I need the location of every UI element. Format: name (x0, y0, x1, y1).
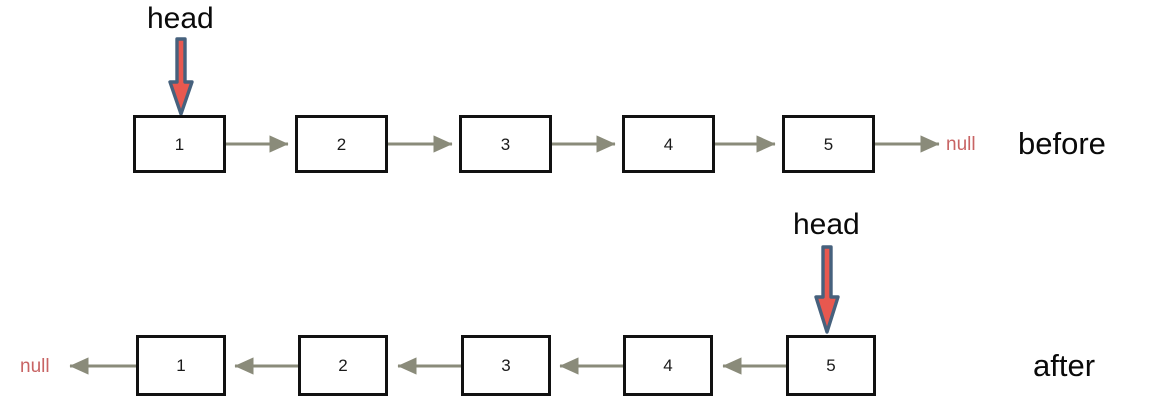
node-value: 4 (663, 356, 673, 375)
state-label-after: after (1033, 348, 1096, 383)
node-value: 3 (500, 134, 511, 154)
node-before-0: 1 (133, 115, 226, 173)
node-value: 1 (174, 134, 185, 154)
node-before-3: 4 (622, 115, 715, 173)
head-pointer-arrow-before (168, 37, 194, 116)
node-before-2: 3 (459, 115, 552, 173)
node-after-4: 5 (786, 335, 876, 396)
node-value: 2 (336, 134, 347, 154)
head-label-after: head (793, 208, 860, 241)
node-before-4: 5 (782, 115, 875, 173)
node-value: 5 (823, 134, 834, 154)
node-value: 1 (176, 356, 186, 375)
node-value: 4 (663, 134, 674, 154)
node-after-3: 4 (623, 335, 713, 396)
node-before-1: 2 (295, 115, 388, 173)
node-value: 3 (501, 356, 511, 375)
node-after-0: 1 (136, 335, 226, 396)
node-value: 2 (338, 356, 348, 375)
state-label-before: before (1018, 126, 1106, 161)
node-after-1: 2 (298, 335, 388, 396)
node-after-2: 3 (461, 335, 551, 396)
null-terminator-before: null (946, 134, 976, 155)
head-pointer-arrow-after (814, 245, 840, 334)
head-label-before: head (147, 2, 214, 35)
node-value: 5 (826, 356, 836, 375)
null-terminator-after: null (20, 356, 50, 377)
